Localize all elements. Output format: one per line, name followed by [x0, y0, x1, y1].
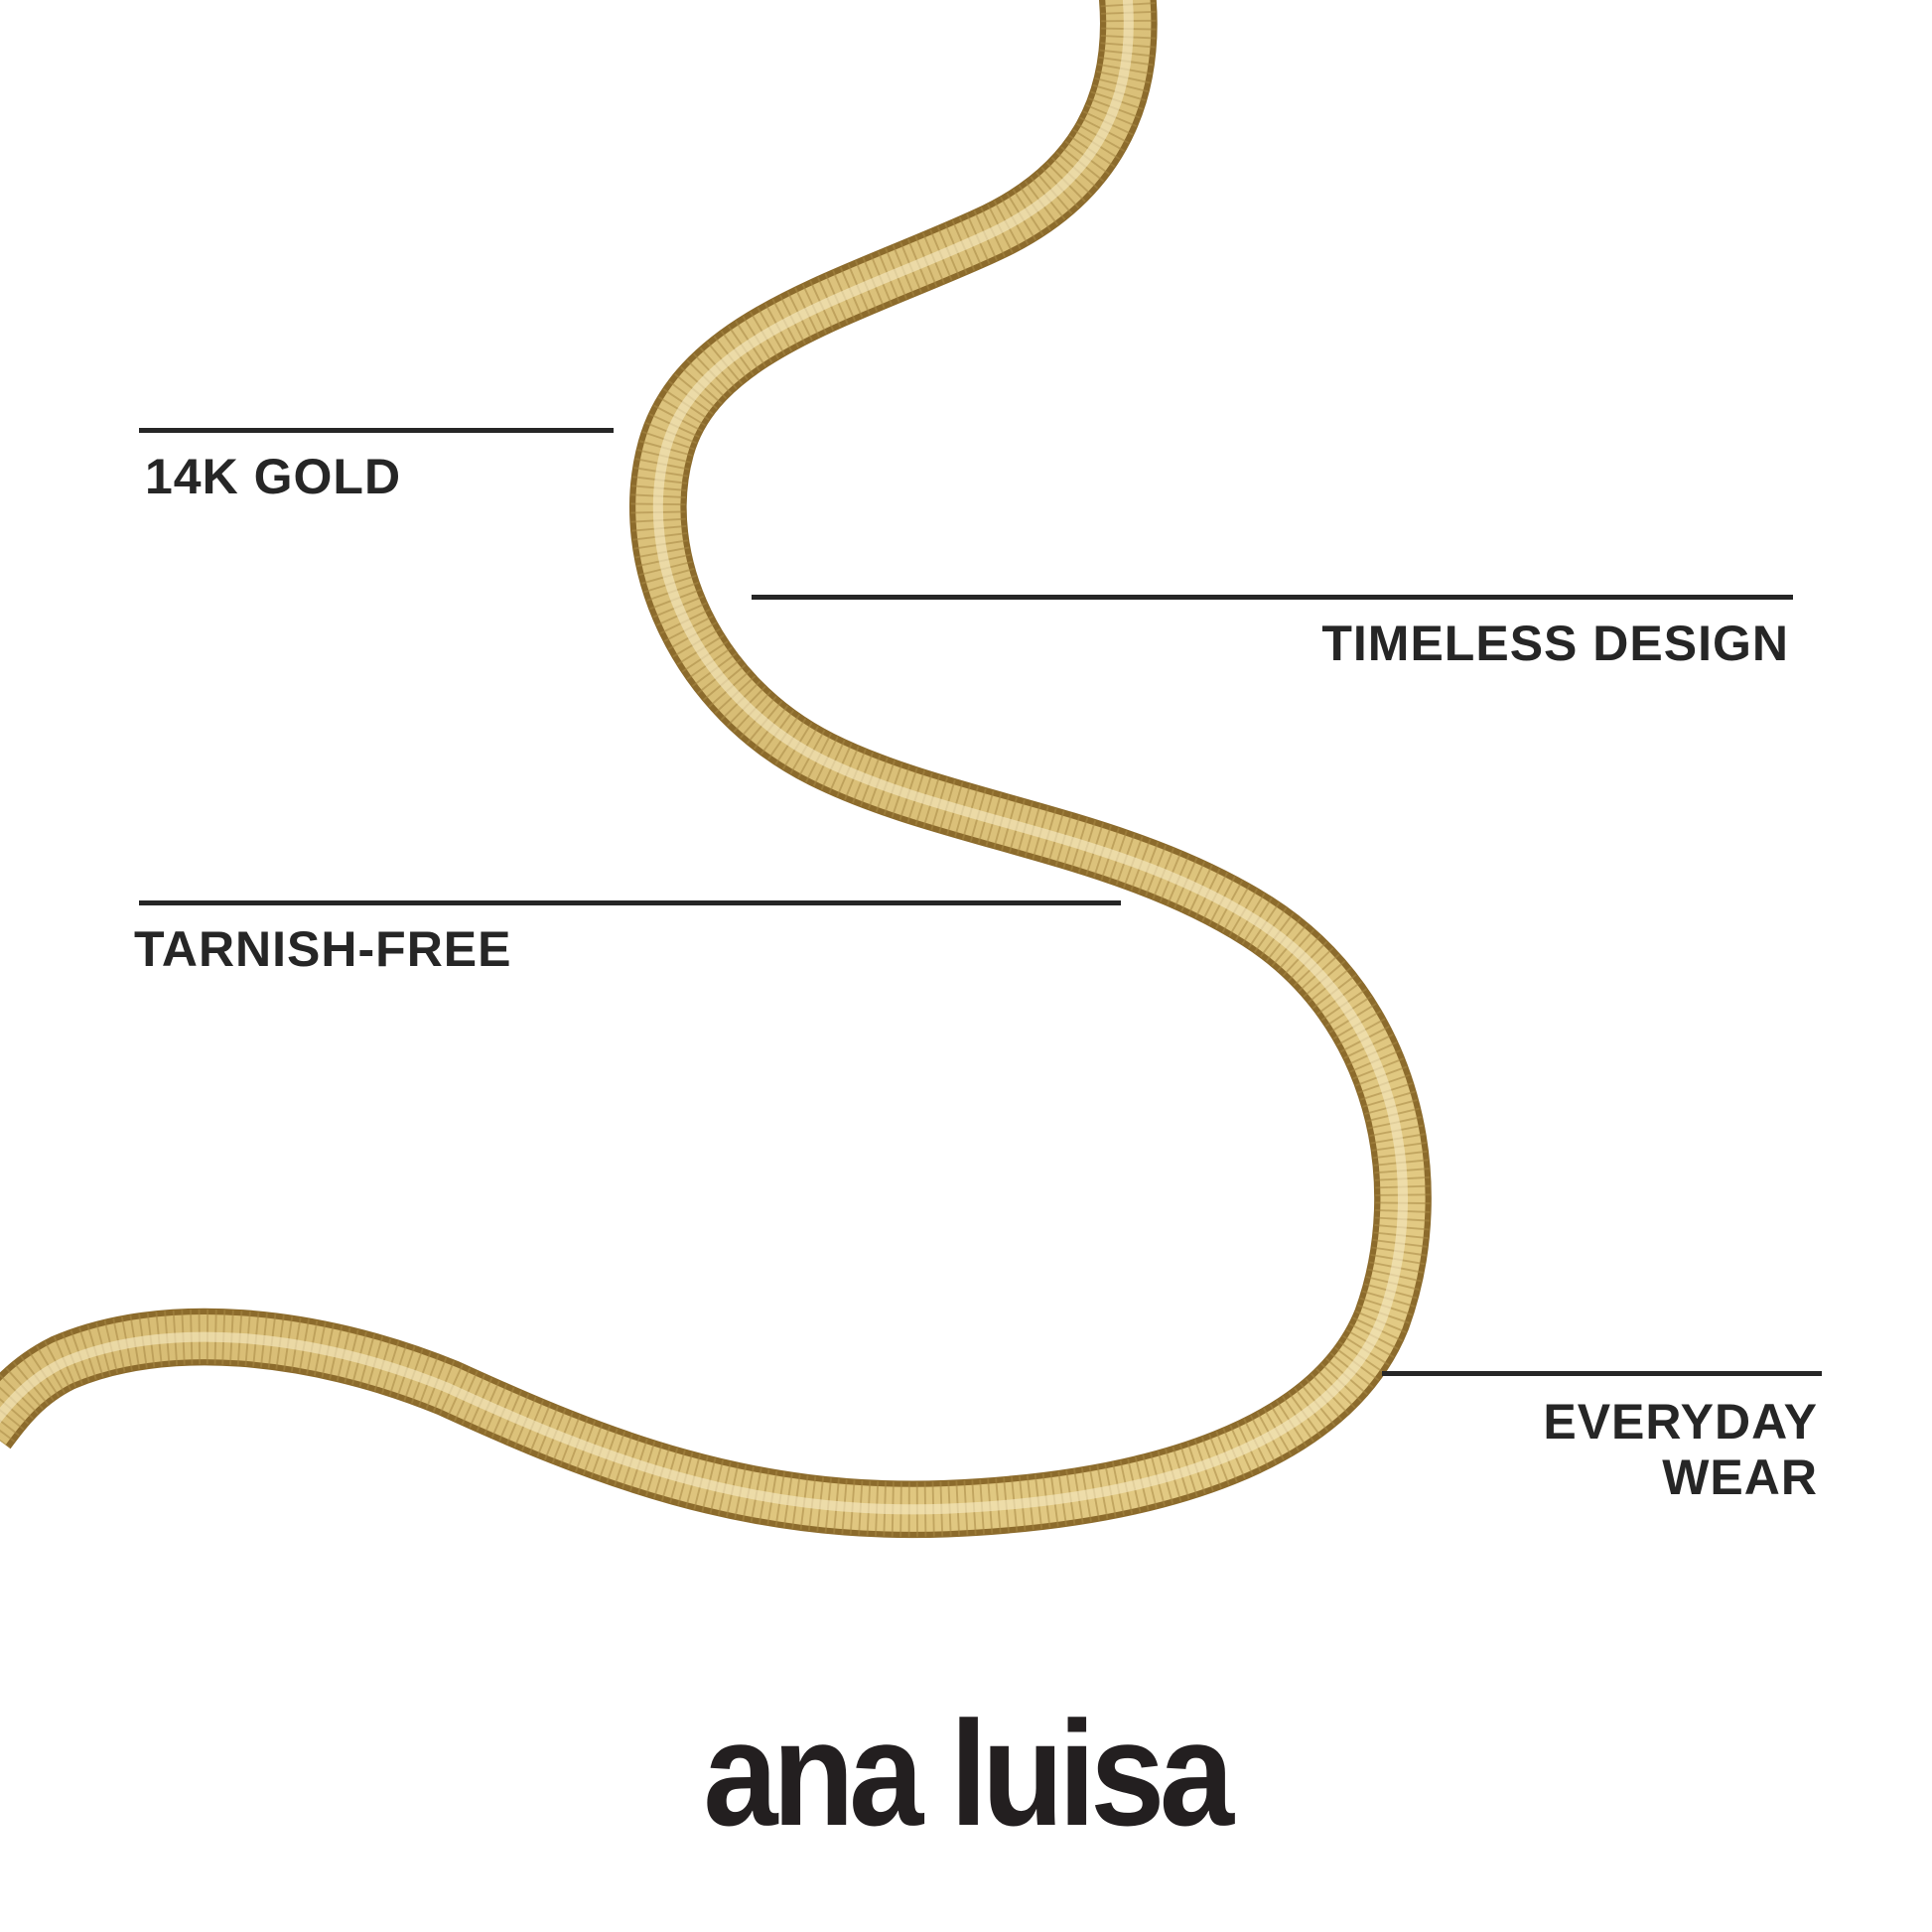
feature-everyday-wear-line2: WEAR: [1662, 1449, 1818, 1505]
divider-line: [1382, 1371, 1822, 1376]
feature-tarnish-free: TARNISH-FREE: [134, 921, 512, 977]
divider-line: [139, 900, 1121, 905]
feature-14k-gold: 14K GOLD: [145, 449, 402, 504]
feature-everyday-wear: EVERYDAY WEAR: [1543, 1394, 1818, 1505]
feature-everyday-wear-line1: EVERYDAY: [1543, 1394, 1818, 1449]
divider-line: [752, 595, 1793, 600]
brand-logo: ana luisa: [703, 1690, 1234, 1857]
divider-line: [139, 428, 614, 433]
feature-timeless-design: TIMELESS DESIGN: [1321, 616, 1789, 671]
